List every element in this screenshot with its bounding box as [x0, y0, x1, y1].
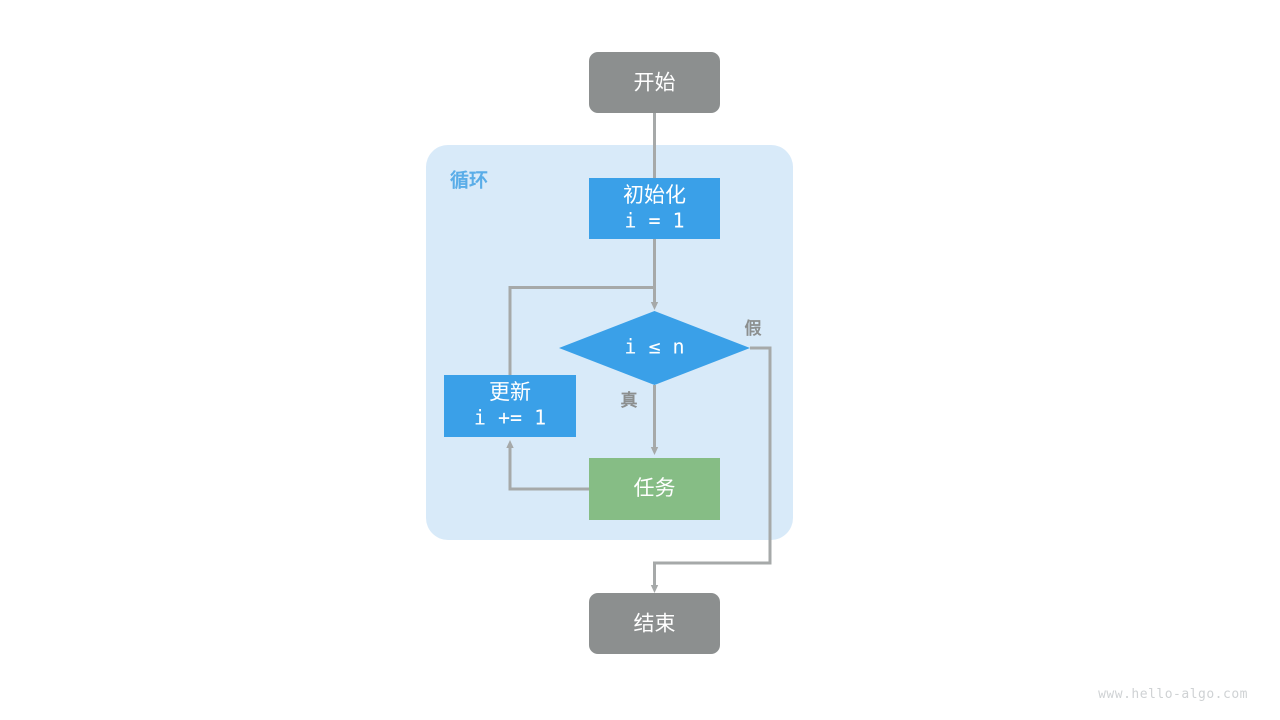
- edge-decision-false-to-end: [650, 346, 772, 593]
- loop-group-label: 循环: [450, 169, 488, 192]
- node-start[interactable]: 开始: [589, 52, 720, 113]
- node-update-label-line1: 更新: [489, 380, 531, 404]
- node-update-shape: [444, 375, 576, 437]
- node-init-shape: [589, 178, 720, 239]
- site-watermark: www.hello-algo.com: [1098, 687, 1248, 702]
- edge-label-true: 真: [621, 390, 638, 411]
- node-update-label-line2: i += 1: [474, 406, 546, 430]
- node-end-label: 结束: [634, 612, 676, 636]
- node-decision[interactable]: i ≤ n: [559, 311, 750, 385]
- node-task-label: 任务: [634, 476, 676, 500]
- node-init-label-line2: i = 1: [624, 209, 684, 233]
- node-end[interactable]: 结束: [589, 593, 720, 654]
- edge-update-to-decision: [508, 286, 655, 375]
- edge-task-to-update: [506, 440, 589, 491]
- edge-label-false: 假: [745, 318, 762, 339]
- node-decision-label: i ≤ n: [624, 335, 684, 359]
- node-task[interactable]: 任务: [589, 458, 720, 520]
- node-start-shape: [589, 52, 720, 113]
- node-start-label: 开始: [634, 71, 676, 95]
- node-end-shape: [589, 593, 720, 654]
- node-decision-shape: [559, 311, 750, 385]
- node-init[interactable]: 初始化 i = 1: [589, 178, 720, 239]
- node-init-label-line1: 初始化: [623, 183, 686, 207]
- node-update[interactable]: 更新 i += 1: [444, 375, 576, 437]
- node-task-shape: [589, 458, 720, 520]
